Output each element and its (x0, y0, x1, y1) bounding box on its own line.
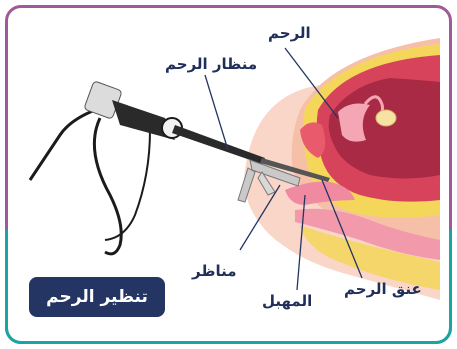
hysteroscope-cable (30, 110, 95, 180)
hysteroscope-cable-3 (105, 130, 150, 240)
label-hysteroscope: منظار الرحم (165, 55, 257, 73)
label-cervix: عنق الرحم (344, 280, 422, 298)
label-speculum: مناظر (192, 262, 237, 280)
ovary (376, 110, 396, 126)
title-badge: تنظير الرحم (29, 277, 165, 317)
label-uterus: الرحم (268, 24, 311, 42)
hysteroscope-cable-2 (94, 118, 121, 254)
label-vagina: المهبل (262, 292, 312, 310)
